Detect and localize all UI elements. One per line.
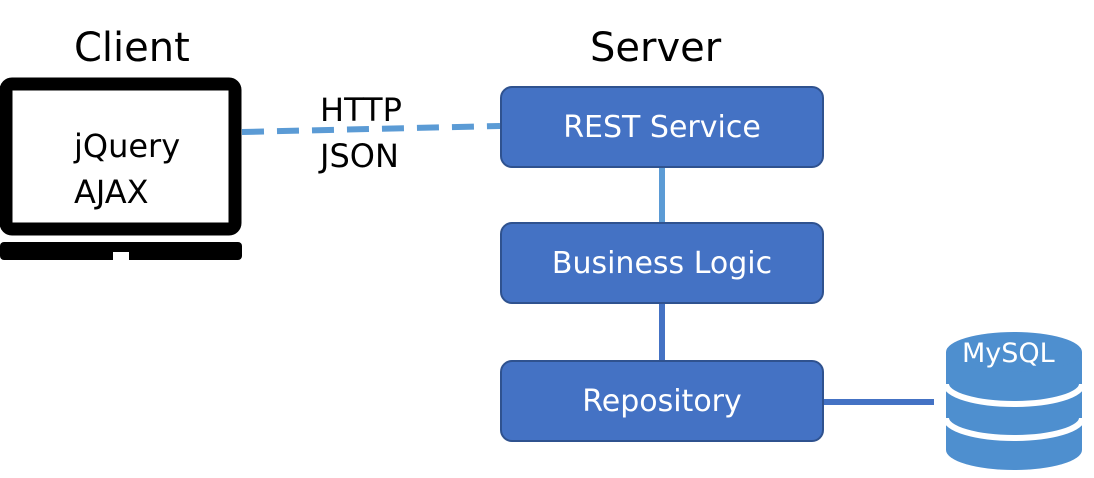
laptop-notch [113,252,129,260]
database-band-1 [943,383,1085,407]
client-tech-line-2: AJAX [74,173,149,211]
database-body [946,352,1082,470]
database-top [946,332,1082,372]
laptop-icon [0,77,242,260]
database-label: MySQL [962,338,1055,369]
http-connector [241,123,501,135]
business-logic-box: Business Logic [500,222,824,304]
server-heading: Server [590,25,722,71]
protocol-label-json: JSON [320,137,399,175]
protocol-label-http: HTTP [320,91,402,129]
laptop-base [0,242,242,260]
laptop-screen [0,77,242,236]
database-icon [943,332,1085,470]
rest-service-box: REST Service [500,86,824,168]
client-tech-line-1: jQuery [74,127,181,165]
database-band-2 [943,417,1085,441]
repository-box: Repository [500,360,824,442]
client-heading: Client [74,25,190,71]
